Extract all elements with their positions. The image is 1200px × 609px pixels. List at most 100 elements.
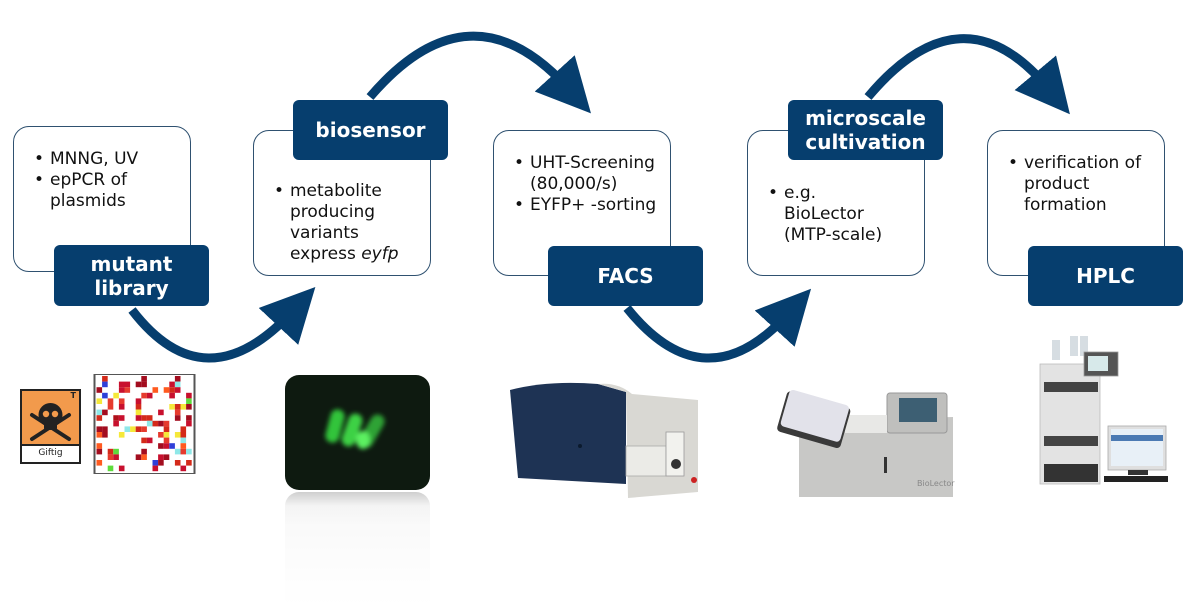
label-line: library	[94, 275, 169, 300]
heatmap-cell	[96, 387, 103, 393]
heatmap-cell	[96, 415, 103, 421]
heatmap-cell	[152, 387, 159, 393]
label-line: mutant	[90, 251, 173, 276]
heatmap-cell	[113, 415, 119, 421]
label-line: FACS	[597, 264, 654, 288]
heatmap-cell	[113, 392, 119, 399]
arrow-facs-to-microscale	[623, 288, 812, 363]
bullet-list: MNNG, UV epPCR of plasmids	[34, 149, 182, 212]
heatmap-cell	[186, 404, 192, 410]
heatmap-cell	[186, 420, 192, 427]
heatmap-cell	[163, 454, 170, 460]
heatmap-cell	[174, 415, 181, 421]
heatmap-cell	[118, 398, 125, 404]
hazard-corner-letter: T	[70, 391, 76, 400]
heatmap-cell	[118, 415, 125, 421]
heatmap-cell	[102, 376, 108, 382]
heatmap-cell	[180, 437, 187, 444]
heatmap-cell	[158, 409, 164, 416]
heatmap-cell	[141, 415, 147, 421]
label-line: cultivation	[805, 130, 926, 154]
heatmap-cell	[141, 376, 147, 382]
heatmap-cell	[96, 426, 103, 432]
heatmap-cell	[163, 437, 170, 444]
heatmap-cell	[113, 448, 119, 455]
skull-crossbones-icon	[30, 403, 71, 441]
heatmap-cell	[152, 460, 159, 466]
heatmap-cell	[96, 448, 103, 455]
biolector-image: BioLector	[777, 389, 955, 497]
fluorescent-cells-image	[285, 375, 430, 490]
bullet-item: metabolite producing variants express ey…	[274, 181, 430, 265]
heatmap-cell	[163, 426, 170, 432]
heatmap-cell	[174, 376, 181, 382]
step-label-biosensor: biosensor	[293, 100, 448, 160]
heatmap-cell	[174, 460, 181, 466]
heatmap-cell	[186, 392, 192, 399]
heatmap-cell	[96, 460, 103, 466]
hazard-label-strip: Giftig	[22, 444, 79, 462]
bullet-list: e.g. BioLector (MTP-scale)	[768, 183, 916, 246]
arrow-mutant-to-biosensor	[128, 287, 316, 363]
heatmap-cell	[174, 432, 181, 438]
heatmap-cell	[163, 432, 170, 438]
step-label-mutant-library: mutant library	[54, 245, 209, 306]
bullet-item: epPCR of plasmids	[34, 170, 160, 212]
fluorescent-cell-glyphs	[325, 409, 385, 449]
bullet-item: verification of product formation	[1008, 153, 1144, 216]
heatmap-cell	[158, 460, 164, 466]
heatmap-cell	[107, 404, 114, 410]
heatmap-cell	[135, 398, 142, 404]
heatmap-cell	[158, 432, 164, 438]
arrow-biosensor-to-facs	[366, 31, 591, 114]
hplc-system-image	[1039, 336, 1168, 485]
label-line: HPLC	[1076, 264, 1135, 288]
heatmap-cell	[163, 443, 170, 449]
heatmap-cell	[113, 454, 119, 460]
heatmap-cell	[96, 398, 103, 404]
heatmap-cell	[107, 398, 114, 404]
heatmap-cell	[107, 465, 114, 472]
heatmap-cell	[141, 454, 147, 460]
bullet-item: e.g. BioLector (MTP-scale)	[768, 183, 894, 246]
heatmap-cell	[186, 448, 192, 455]
heatmap-cell	[107, 448, 114, 455]
heatmap-cell	[118, 387, 125, 393]
heatmap-cell	[135, 381, 142, 388]
heatmap-cell	[135, 454, 142, 460]
bullet-list: verification of product formation	[1008, 153, 1156, 216]
heatmap-cell	[174, 409, 181, 416]
heatmap-cell	[130, 426, 136, 432]
heatmap-cell	[118, 432, 125, 438]
biolector-brand-text: BioLector	[917, 479, 955, 488]
heatmap-cell	[107, 454, 114, 460]
step-label-microscale-cultivation: microscale cultivation	[788, 100, 943, 160]
mutant-heatmap-image	[93, 374, 196, 474]
heatmap-cell	[174, 404, 181, 410]
heatmap-cell	[102, 409, 108, 416]
bullet-item: EYFP+ -sorting	[514, 195, 662, 216]
heatmap-cell	[180, 443, 187, 449]
heatmap-cell	[163, 420, 170, 427]
heatmap-cell	[118, 381, 125, 388]
heatmap-cell	[180, 432, 187, 438]
heatmap-cell	[180, 465, 187, 472]
fluorescent-cells-reflection	[285, 492, 430, 607]
heatmap-cell	[174, 387, 181, 393]
heatmap-cell	[141, 392, 147, 399]
bullet-list: metabolite producing variants express ey…	[274, 181, 422, 265]
heatmap-cell	[135, 404, 142, 410]
hazard-sign-image: T Giftig	[20, 389, 81, 464]
heatmap-cell	[102, 381, 108, 388]
heatmap-cell	[124, 381, 131, 388]
hazard-label-text: Giftig	[38, 448, 63, 458]
heatmap-cell	[146, 420, 153, 427]
heatmap-cell	[186, 415, 192, 421]
heatmap-cell	[135, 415, 142, 421]
heatmap-cell	[135, 426, 142, 432]
heatmap-cell	[158, 454, 164, 460]
bullet-text: metabolite producing variants express	[290, 181, 382, 264]
heatmap-cell	[102, 392, 108, 399]
bullet-italic-text: eyfp	[361, 244, 399, 264]
heatmap-cell	[113, 420, 119, 427]
